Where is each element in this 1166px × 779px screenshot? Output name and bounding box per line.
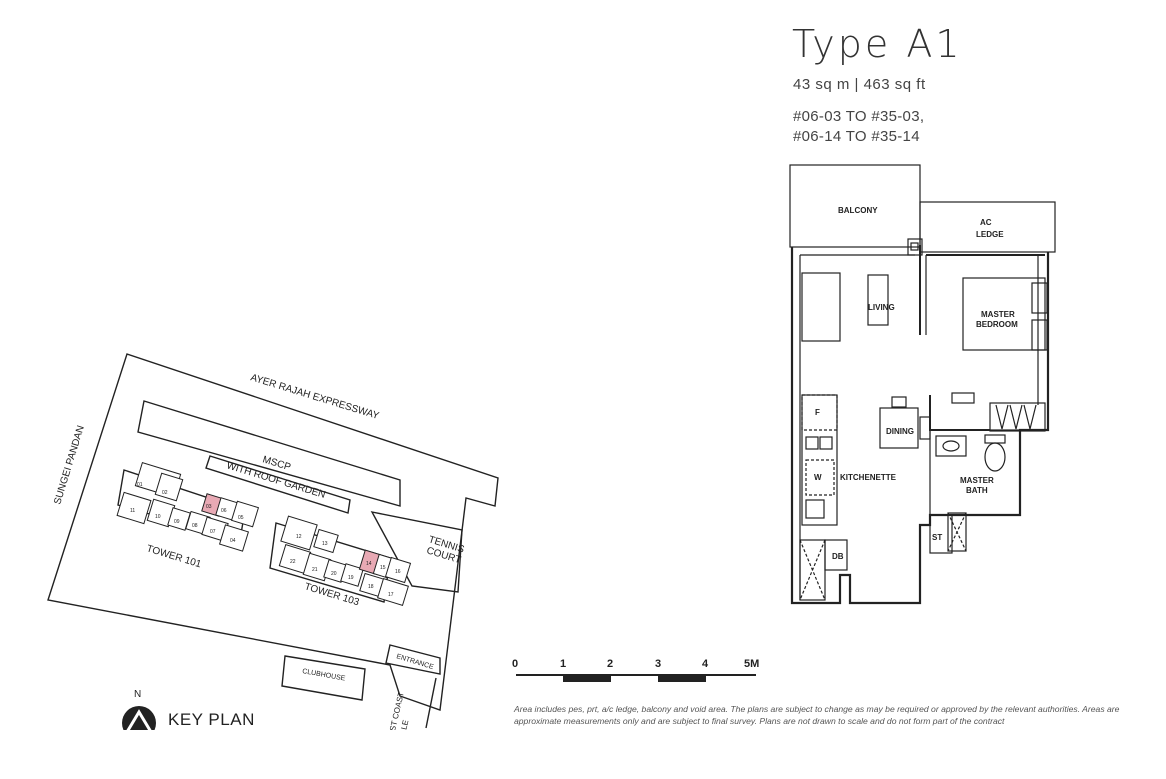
room-label-dining: DINING: [886, 427, 914, 436]
scale-tick-3: 3: [655, 658, 661, 670]
scale-tick-4: 4: [702, 658, 709, 670]
unit-101-10: 10: [155, 514, 161, 520]
unit-103-14: 14: [366, 561, 372, 567]
unit-101-03: 03: [206, 504, 212, 510]
unit-101-02: 02: [162, 490, 168, 496]
unit-101-11: 11: [130, 508, 135, 514]
unit-range-line-1: #06-03 TO #35-03,: [793, 108, 925, 125]
dining-table: [879, 407, 919, 449]
unit-101-01: 01: [137, 482, 143, 488]
scale-tick-2: 2: [607, 658, 613, 670]
unit-101-09: 09: [174, 519, 180, 525]
room-label-ac-ledge-1: AC: [980, 218, 992, 227]
room-label-db: DB: [832, 552, 844, 561]
scale-tick-5: 5M: [744, 658, 759, 670]
room-label-master-bath-1: MASTER: [960, 476, 994, 485]
master-bath-outline: [929, 429, 1021, 516]
sofa: [801, 272, 841, 342]
unit-101-04: 04: [230, 538, 236, 544]
scale-tick-1: 1: [560, 658, 566, 670]
room-label-master-bedroom-2: BEDROOM: [976, 320, 1018, 329]
bed: [962, 277, 1046, 351]
label-tower-101: TOWER 101: [145, 543, 203, 570]
unit-103-19: 19: [348, 575, 354, 581]
label-tower-103: TOWER 103: [303, 581, 361, 608]
unit-101-08: 08: [192, 523, 198, 529]
unit-range-block: #06-03 TO #35-03, #06-14 TO #35-14: [793, 107, 924, 147]
room-label-living: LIVING: [868, 303, 895, 312]
unit-area: 43 sq m | 463 sq ft: [793, 76, 926, 93]
unit-103-15: 15: [380, 565, 386, 571]
north-compass-icon: N: [122, 689, 156, 730]
expressway-strip: [137, 400, 401, 507]
label-expressway: AYER RAJAH EXPRESSWAY: [249, 372, 380, 422]
room-label-master-bedroom-1: MASTER: [981, 310, 1015, 319]
unit-103-18: 18: [368, 584, 374, 590]
disclaimer-text: Area includes pes, prt, a/c ledge, balco…: [514, 704, 1120, 726]
scale-bar: 0 1 2 3 4 5M: [512, 658, 759, 682]
unit-101-05: 05: [238, 515, 244, 521]
fixture-label-washer: W: [814, 473, 822, 482]
label-road-2: VALE: [397, 719, 410, 730]
unit-103-13: 13: [322, 541, 328, 547]
floor-plan: BALCONY AC LEDGE LIVING MASTER BEDROOM D…: [789, 164, 1056, 605]
north-label: N: [134, 689, 141, 700]
unit-103-20: 20: [331, 571, 337, 577]
unit-103-21: 21: [312, 567, 318, 573]
clubhouse-block: [281, 655, 366, 701]
room-label-master-bath-2: BATH: [966, 486, 988, 495]
unit-103-16: 16: [395, 569, 401, 575]
unit-101-06: 06: [221, 508, 227, 514]
mscp-block: [205, 455, 351, 514]
coffee-table: [867, 274, 889, 326]
fixture-label-fridge: F: [815, 408, 820, 417]
key-plan-label: KEY PLAN: [168, 710, 255, 729]
unit-103-22: 22: [290, 559, 296, 565]
unit-101-07: 07: [210, 529, 216, 535]
room-label-store: ST: [932, 533, 942, 542]
ac-ledge-outline: [919, 201, 1056, 253]
unit-type-title: Type A1: [792, 22, 963, 66]
scale-tick-0: 0: [512, 658, 518, 670]
unit-103-17: 17: [388, 592, 394, 598]
room-label-balcony: BALCONY: [838, 206, 878, 215]
key-plan: 01 02 03 04 05 06 07 08 09 10 11 12 13 1…: [47, 353, 499, 730]
room-label-kitchenette: KITCHENETTE: [840, 473, 897, 482]
room-label-ac-ledge-2: LEDGE: [976, 230, 1004, 239]
unit-range-line-2: #06-14 TO #35-14: [793, 128, 920, 145]
label-clubhouse: CLUBHOUSE: [302, 668, 346, 683]
unit-103-12: 12: [296, 534, 302, 540]
site-boundary: [47, 353, 499, 711]
